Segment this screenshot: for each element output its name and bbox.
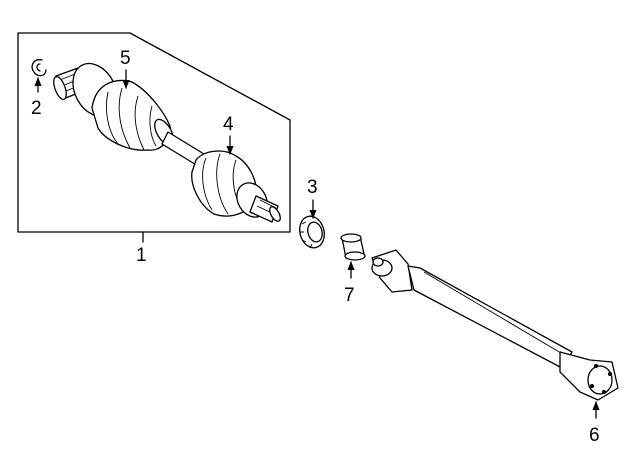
callout-3: 3 xyxy=(307,177,318,219)
callout-7: 7 xyxy=(344,261,355,306)
outer-cv-joint xyxy=(236,182,281,223)
callout-label-4: 4 xyxy=(223,114,234,135)
callout-6: 6 xyxy=(589,401,600,446)
bearing[interactable] xyxy=(296,213,327,250)
callout-1: 1 xyxy=(136,231,147,266)
callout-label-5: 5 xyxy=(120,48,131,69)
callout-2: 2 xyxy=(31,77,42,119)
axle-assembly-outline xyxy=(17,32,291,233)
callout-label-3: 3 xyxy=(307,177,318,198)
callout-label-1: 1 xyxy=(136,245,147,266)
inner-cv-boot[interactable] xyxy=(91,79,177,151)
cv-axle-assembly[interactable] xyxy=(51,56,282,223)
callout-4: 4 xyxy=(223,114,234,155)
callout-label-6: 6 xyxy=(589,425,600,446)
intermediate-drive-shaft[interactable] xyxy=(371,249,619,401)
snap-ring[interactable] xyxy=(31,59,47,77)
callout-5: 5 xyxy=(120,48,131,89)
callout-label-7: 7 xyxy=(344,285,355,306)
callout-label-2: 2 xyxy=(31,98,42,119)
bushing[interactable] xyxy=(340,233,366,261)
